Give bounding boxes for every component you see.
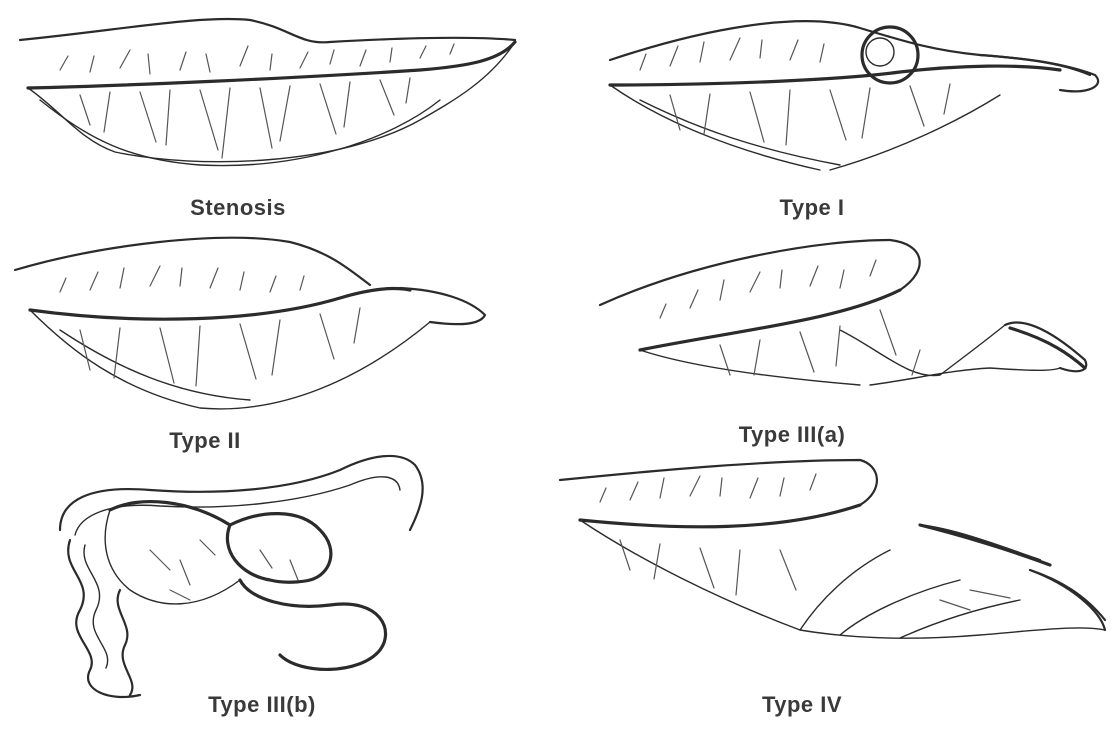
- intestine-type-iiia-drawing: [580, 230, 1113, 460]
- caption-type-iiib: Type III(b): [208, 692, 316, 718]
- caption-type-i: Type I: [780, 195, 845, 221]
- intestine-type-ii-drawing: [0, 230, 540, 460]
- intestine-type-i-drawing: [580, 0, 1113, 230]
- caption-type-iv: Type IV: [762, 692, 842, 718]
- panel-type-iv: Type IV: [540, 440, 1113, 738]
- panel-stenosis: Stenosis: [0, 0, 540, 230]
- panel-type-iiib: Type III(b): [0, 440, 540, 738]
- panel-type-ii: Type II: [0, 230, 540, 460]
- panel-type-i: Type I: [580, 0, 1113, 230]
- caption-stenosis: Stenosis: [190, 195, 286, 221]
- panel-type-iiia: Type III(a): [580, 230, 1113, 460]
